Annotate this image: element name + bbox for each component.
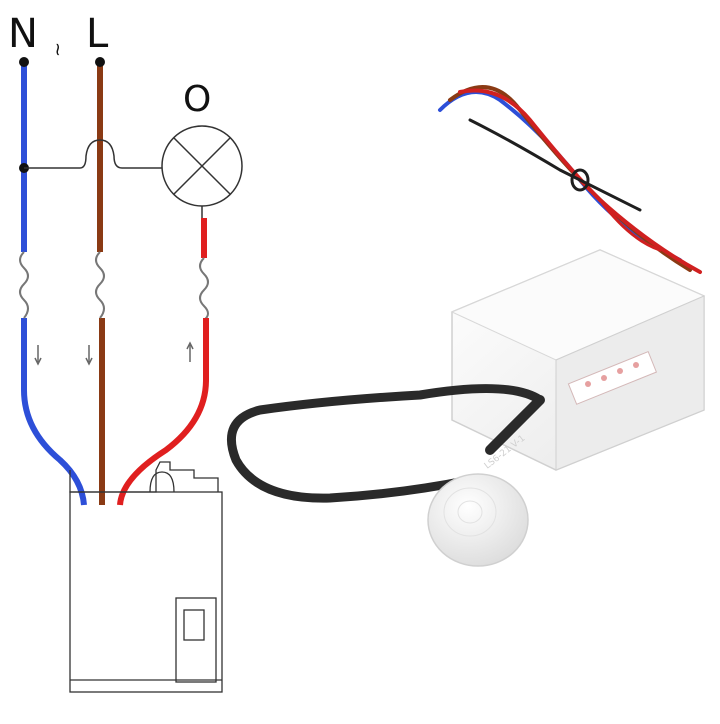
neutral-wire-lower xyxy=(21,318,87,506)
neutral-twisted-joint xyxy=(19,251,29,319)
live-twisted-joint xyxy=(95,251,105,319)
output-wire xyxy=(117,206,209,506)
output-twisted-joint xyxy=(199,257,209,321)
sensor-cable xyxy=(227,384,545,503)
live-label: L xyxy=(86,11,109,57)
neutral-terminal-dot xyxy=(19,57,29,67)
ac-symbol-label: ~ xyxy=(47,41,69,57)
neutral-to-lamp-bridge xyxy=(24,139,162,169)
neutral-label: N xyxy=(8,11,38,57)
module-body-outline xyxy=(69,491,223,693)
output-label: O xyxy=(183,79,212,120)
lamp-symbol xyxy=(161,125,243,207)
module-housing xyxy=(450,249,706,471)
pir-sensor-head xyxy=(427,473,529,567)
live-terminal-dot xyxy=(95,57,105,67)
output-cable-bundle xyxy=(438,85,702,274)
module-outline xyxy=(69,461,223,693)
module-side-slot xyxy=(175,597,217,683)
live-wire xyxy=(85,57,105,505)
neutral-wire xyxy=(19,57,87,506)
output-wire-lower xyxy=(117,318,209,506)
